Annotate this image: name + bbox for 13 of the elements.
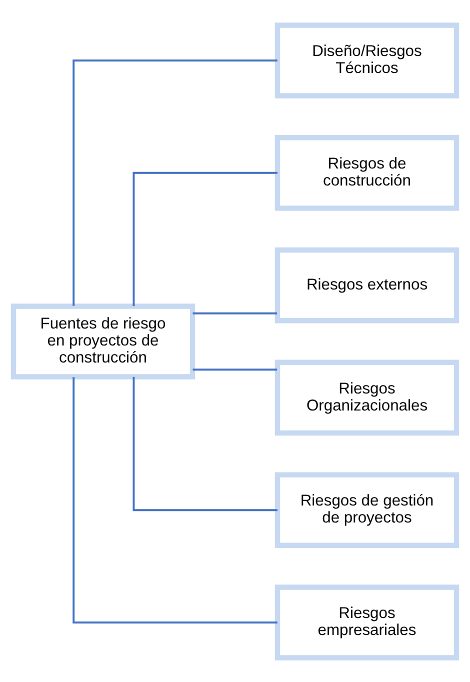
node-box: Fuentes de riesgo en proyectos de construcción xyxy=(10,303,196,379)
node-box: Riesgos Organizacionales xyxy=(274,359,460,436)
connector xyxy=(192,312,278,314)
connector xyxy=(132,171,278,306)
node-box: Riesgos de construcción xyxy=(274,134,460,210)
connector xyxy=(72,59,278,306)
connector xyxy=(192,368,278,370)
node-box: Riesgos empresariales xyxy=(274,584,460,660)
connector xyxy=(72,376,278,623)
node-box: Riesgos externos xyxy=(274,246,460,323)
node-box: Diseño/Riesgos Técnicos xyxy=(274,22,460,98)
node-box: Riesgos de gestión de proyectos xyxy=(274,472,460,548)
connector xyxy=(132,376,278,511)
